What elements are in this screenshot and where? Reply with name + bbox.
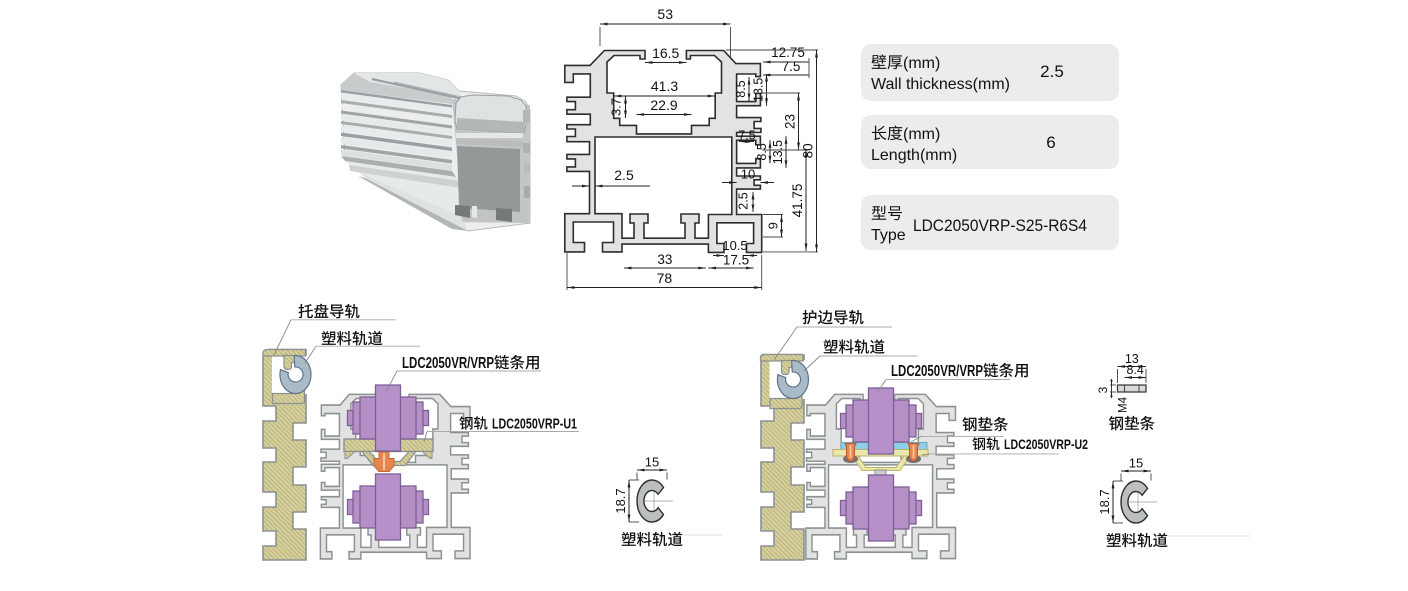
svg-text:8.5: 8.5: [734, 80, 748, 97]
svg-text:2.5: 2.5: [737, 192, 751, 209]
svg-text:(mm): (mm): [903, 126, 940, 143]
svg-text:13.5: 13.5: [752, 78, 766, 102]
svg-text:Type: Type: [871, 227, 906, 244]
svg-text:17.5: 17.5: [723, 253, 749, 268]
svg-text:Wall thickness(mm): Wall thickness(mm): [871, 76, 1010, 93]
svg-text:(mm): (mm): [903, 55, 940, 72]
svg-text:15: 15: [645, 455, 659, 470]
svg-text:3.7: 3.7: [609, 98, 624, 116]
svg-text:M4: M4: [1118, 396, 1130, 413]
svg-text:LDC2050VR/VRP: LDC2050VR/VRP: [402, 355, 494, 372]
svg-text:Length(mm): Length(mm): [871, 147, 957, 164]
svg-text:53: 53: [657, 6, 673, 22]
svg-text:2.5: 2.5: [614, 167, 634, 183]
svg-text:78: 78: [657, 270, 673, 286]
svg-text:10.5: 10.5: [722, 238, 747, 253]
svg-text:16.5: 16.5: [652, 45, 679, 61]
svg-text:7.5: 7.5: [738, 129, 755, 143]
svg-text:33: 33: [657, 252, 672, 267]
svg-text:10: 10: [741, 167, 755, 182]
svg-text:80: 80: [801, 143, 816, 158]
svg-text:8.5: 8.5: [755, 143, 769, 160]
svg-text:41.3: 41.3: [651, 78, 678, 94]
svg-text:41.75: 41.75: [790, 184, 805, 218]
svg-text:6: 6: [1046, 133, 1055, 152]
svg-text:2.5: 2.5: [1040, 62, 1064, 81]
svg-text:12.75: 12.75: [771, 45, 805, 60]
svg-text:LDC2050VRP-U1: LDC2050VRP-U1: [492, 417, 577, 433]
svg-text:23: 23: [783, 114, 798, 129]
svg-text:7.5: 7.5: [782, 59, 801, 74]
svg-text:8.4: 8.4: [1127, 363, 1144, 377]
svg-text:15: 15: [1129, 456, 1143, 471]
svg-text:13: 13: [1125, 352, 1139, 366]
svg-text:3: 3: [1096, 386, 1110, 393]
svg-text:9: 9: [766, 222, 781, 229]
svg-text:LDC2050VRP-S25-R6S4: LDC2050VRP-S25-R6S4: [913, 216, 1087, 235]
svg-text:13.5: 13.5: [771, 140, 785, 164]
svg-text:18.7: 18.7: [1097, 489, 1112, 514]
svg-text:LDC2050VRP-U2: LDC2050VRP-U2: [1004, 436, 1088, 452]
svg-text:LDC2050VR/VRP: LDC2050VR/VRP: [891, 363, 983, 380]
svg-text:18.7: 18.7: [613, 488, 628, 513]
svg-text:22.9: 22.9: [650, 97, 677, 113]
